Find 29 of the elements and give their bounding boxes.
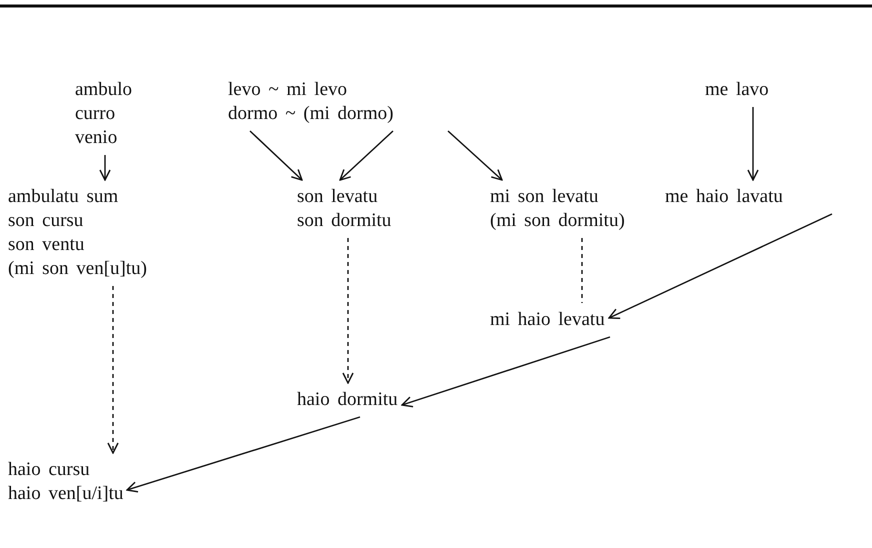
- word-form: ambulatu sum: [8, 185, 118, 209]
- word-form: haio ven[u/i]tu: [8, 482, 124, 506]
- arrow: [107, 286, 119, 454]
- word-form: curro: [75, 102, 116, 126]
- arrow: [339, 130, 394, 181]
- word-form: ambulo: [75, 78, 132, 102]
- word-form: son ventu: [8, 233, 84, 257]
- word-form: me lavo: [705, 78, 769, 102]
- word-form: mi haio levatu: [490, 308, 605, 332]
- arrow: [250, 130, 303, 181]
- word-form: haio dormitu: [297, 388, 398, 412]
- arrow: [747, 107, 759, 181]
- word-form: son levatu: [297, 185, 378, 209]
- word-form: dormo ~ (mi dormo): [228, 102, 394, 126]
- word-form: son dormitu: [297, 209, 392, 233]
- word-form: son cursu: [8, 209, 84, 233]
- word-form: (mi son ven[u]tu): [8, 257, 147, 281]
- word-form: levo ~ mi levo: [228, 78, 348, 102]
- arrow: [126, 416, 360, 492]
- word-form: mi son levatu: [490, 185, 598, 209]
- arrow: [448, 130, 503, 181]
- word-form: haio cursu: [8, 458, 90, 482]
- arrow: [342, 238, 354, 384]
- arrow: [401, 336, 610, 408]
- arrow: [608, 213, 832, 319]
- word-form: me haio lavatu: [665, 185, 783, 209]
- word-form: venio: [75, 126, 118, 150]
- word-form: (mi son dormitu): [490, 209, 625, 233]
- arrow: [99, 155, 111, 181]
